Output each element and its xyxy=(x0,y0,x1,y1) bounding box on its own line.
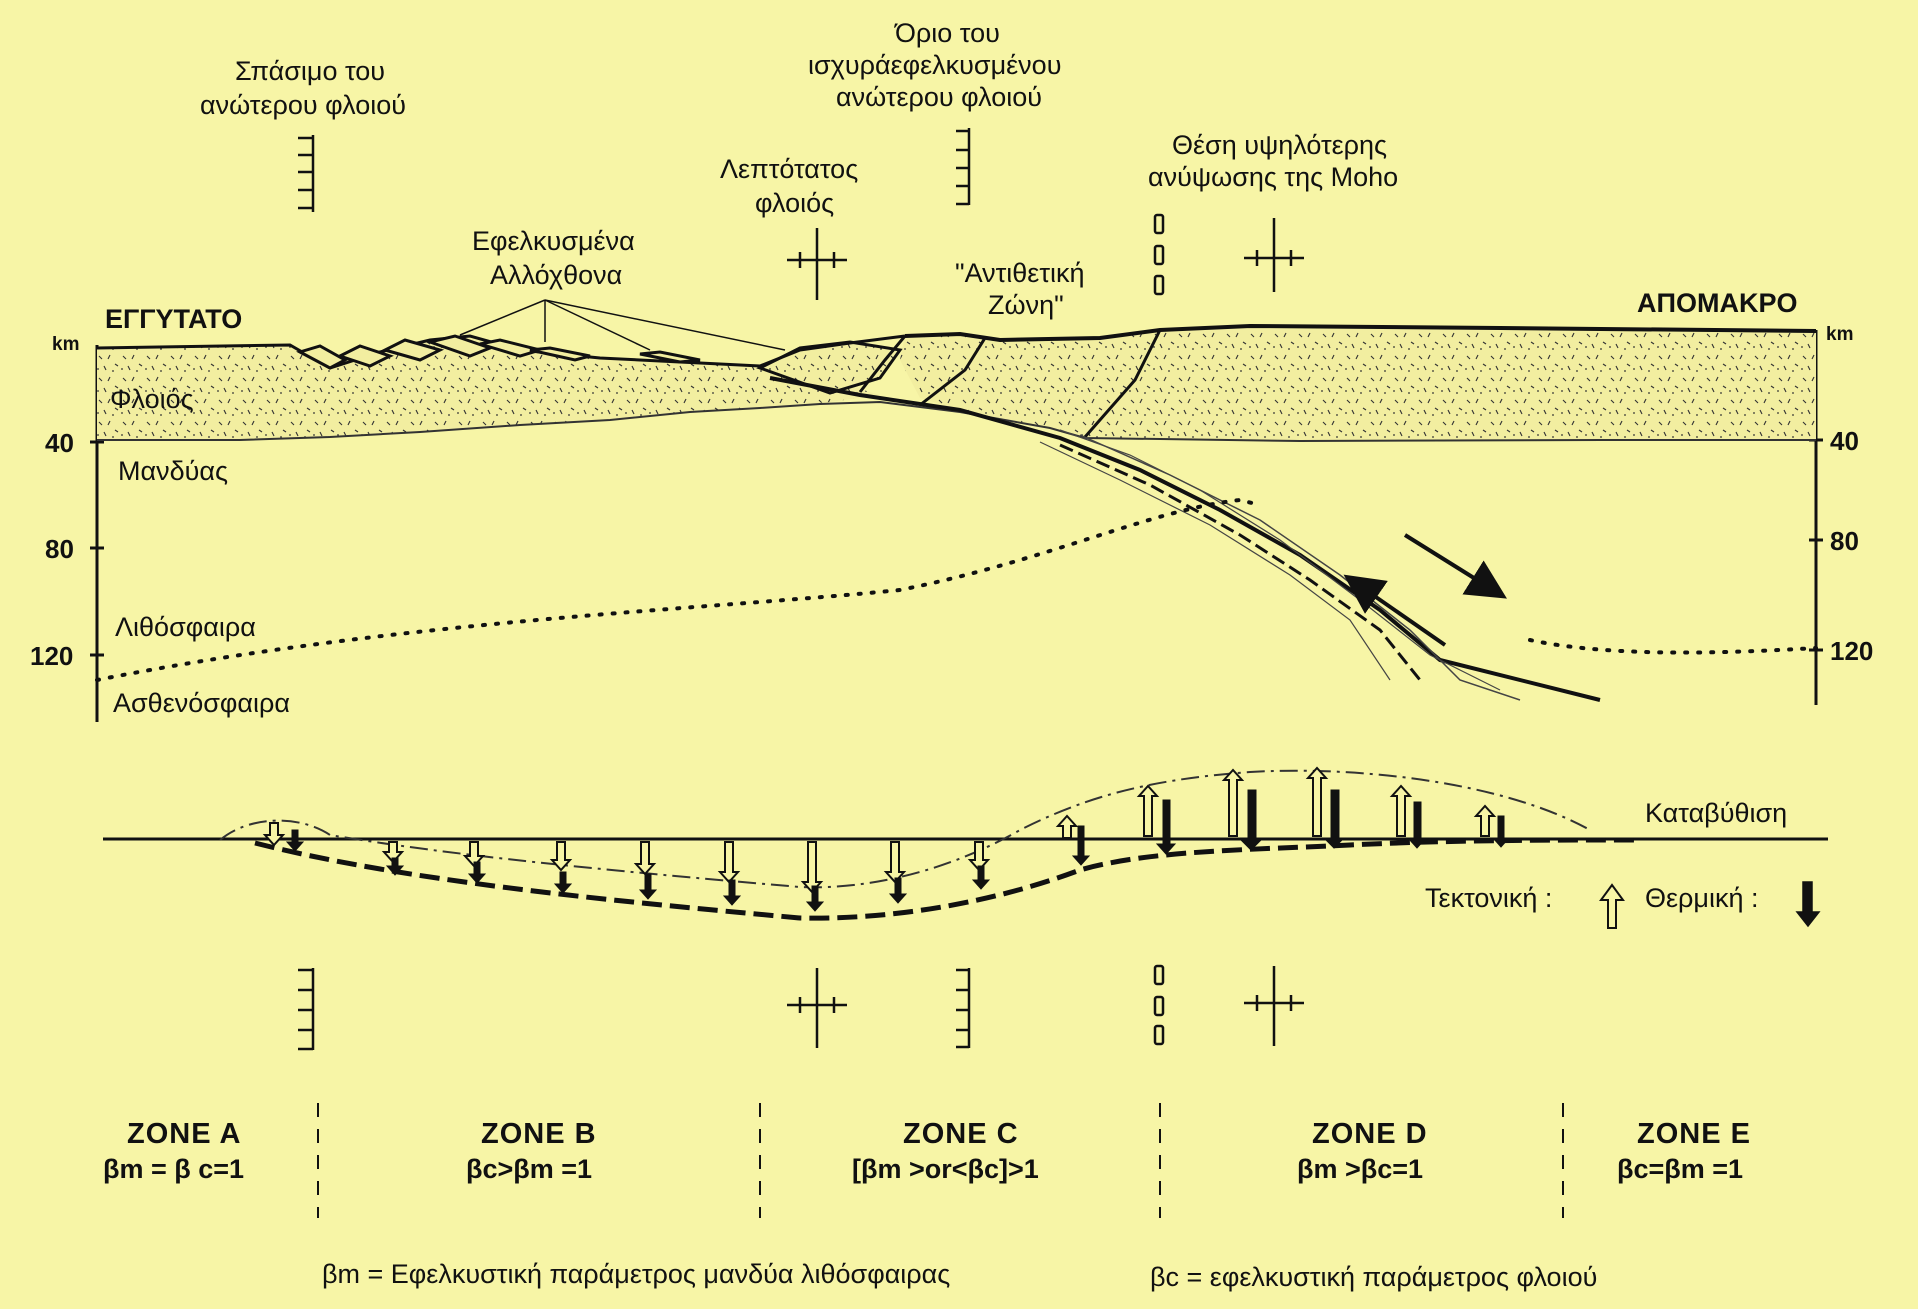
zone-d-title: ZONE D xyxy=(1312,1118,1428,1150)
distal-crust xyxy=(900,326,1816,441)
thinnest-crust-symbol-top xyxy=(787,228,847,300)
moho-uplift-line1: Θέση υψηλότερης xyxy=(1172,130,1387,160)
moho-line xyxy=(97,400,1816,443)
normal-fault-1 xyxy=(858,335,907,393)
zone-e-title: ZONE E xyxy=(1637,1118,1751,1150)
tick-right-40: 40 xyxy=(1830,426,1859,456)
shear-zone-strand-2 xyxy=(1039,441,1391,681)
lithosphere-label: Λιθόσφαιρα xyxy=(115,612,256,642)
subsidence-label: Καταβύθιση xyxy=(1645,798,1787,828)
tectonic-subsidence-curve xyxy=(219,769,1591,889)
thinnest-crust-line2: φλοιός xyxy=(755,188,834,218)
tectonic-arrows xyxy=(262,766,1497,894)
shear-zone-strand-1 xyxy=(1059,429,1501,691)
proximal-label: ΕΓΓΥΤΑΤΟ xyxy=(105,304,242,334)
zone-a-title: ZONE A xyxy=(127,1118,241,1150)
limit-symbol-bottom xyxy=(956,968,971,1049)
shear-arrow-up xyxy=(1343,574,1447,647)
footnote-bc: βc = εφελκυστική παράμετρος φλοιού xyxy=(1150,1262,1597,1292)
zone-b-title: ZONE B xyxy=(481,1118,597,1150)
tick-left-80: 80 xyxy=(45,534,74,564)
upper-crust-break-line2: ανώτερου φλοιού xyxy=(200,90,406,120)
allochthons-line1: Εφελκυσμένα xyxy=(472,226,635,256)
moho-uplift-symbol-top xyxy=(1244,218,1304,292)
zone-dividers xyxy=(317,1103,1564,1218)
zone-e-equation: βc=βm =1 xyxy=(1617,1154,1743,1184)
legend-thermal-label: Θερμική : xyxy=(1645,883,1758,913)
limit-symbol-top xyxy=(956,128,971,206)
zone-d-equation: βm >βc=1 xyxy=(1297,1154,1423,1184)
moho-uplift-line2: ανύψωσης της Moho xyxy=(1148,162,1398,192)
km-unit-right: km xyxy=(1826,324,1853,345)
crust-surface-right xyxy=(904,323,1817,343)
km-unit-left: km xyxy=(52,334,79,355)
tick-left-120: 120 xyxy=(30,641,73,671)
legend-tectonic-label: Τεκτονική : xyxy=(1425,883,1552,913)
allochthon-leaders xyxy=(459,299,786,351)
distal-label: ΑΠΟΜΑΚΡΟ xyxy=(1637,288,1798,318)
asthenosphere-label: Ασθενόσφαιρα xyxy=(113,688,290,718)
mantle-label: Μανδύας xyxy=(118,456,228,486)
upper-crust-break-symbol-bottom xyxy=(298,968,315,1051)
thinnest-crust-line1: Λεπτότατος xyxy=(720,154,858,184)
antithetic-symbol-bottom xyxy=(1153,964,1165,1046)
limit-line2: ισχυράεφελκυσμένου xyxy=(808,50,1061,80)
antithetic-symbol-top xyxy=(1153,213,1165,296)
allochthon-blocks xyxy=(296,334,701,370)
normal-fault-2 xyxy=(919,337,987,407)
tick-left-40: 40 xyxy=(45,428,74,458)
legend-thermal-arrow-icon xyxy=(1795,881,1821,928)
lab-boundary xyxy=(95,497,1818,682)
zone-b-equation: βc>βm =1 xyxy=(466,1154,592,1184)
zone-c-equation: [βm >or<βc]>1 xyxy=(852,1154,1039,1184)
tick-right-120: 120 xyxy=(1830,636,1873,666)
shear-arrow-down xyxy=(1403,533,1507,599)
moho-uplift-symbol-bottom xyxy=(1244,966,1304,1046)
upper-crust-break-symbol-top xyxy=(298,135,315,212)
limit-line1: Όριο του xyxy=(894,18,1000,48)
limit-line3: ανώτερου φλοιού xyxy=(836,82,1042,112)
allochthons-line2: Αλλόχθονα xyxy=(490,260,622,290)
detachment-fault xyxy=(769,376,1601,702)
thinnest-crust-symbol-bottom xyxy=(787,968,847,1048)
shear-zone-lower xyxy=(1059,443,1422,681)
thermal-arrows xyxy=(285,789,1511,912)
total-subsidence-curve xyxy=(254,837,1641,921)
zone-a-equation: βm = β c=1 xyxy=(103,1154,244,1184)
antithetic-line1: "Αντιθετική xyxy=(955,258,1085,288)
proximal-crust xyxy=(97,336,880,440)
normal-fault-3 xyxy=(1083,329,1162,438)
zone-c-title: ZONE C xyxy=(903,1118,1019,1150)
footnote-bm: βm = Εφελκυστική παράμετρος μανδύα λιθόσ… xyxy=(322,1259,950,1289)
antithetic-line2: Ζώνη" xyxy=(988,290,1064,320)
tick-right-80: 80 xyxy=(1830,526,1859,556)
legend-tectonic-arrow-icon xyxy=(1599,883,1625,929)
upper-crust-break-line1: Σπάσιμο του xyxy=(235,56,385,86)
crust-label: Φλοιός xyxy=(110,384,194,414)
central-crust-lens xyxy=(756,340,903,395)
